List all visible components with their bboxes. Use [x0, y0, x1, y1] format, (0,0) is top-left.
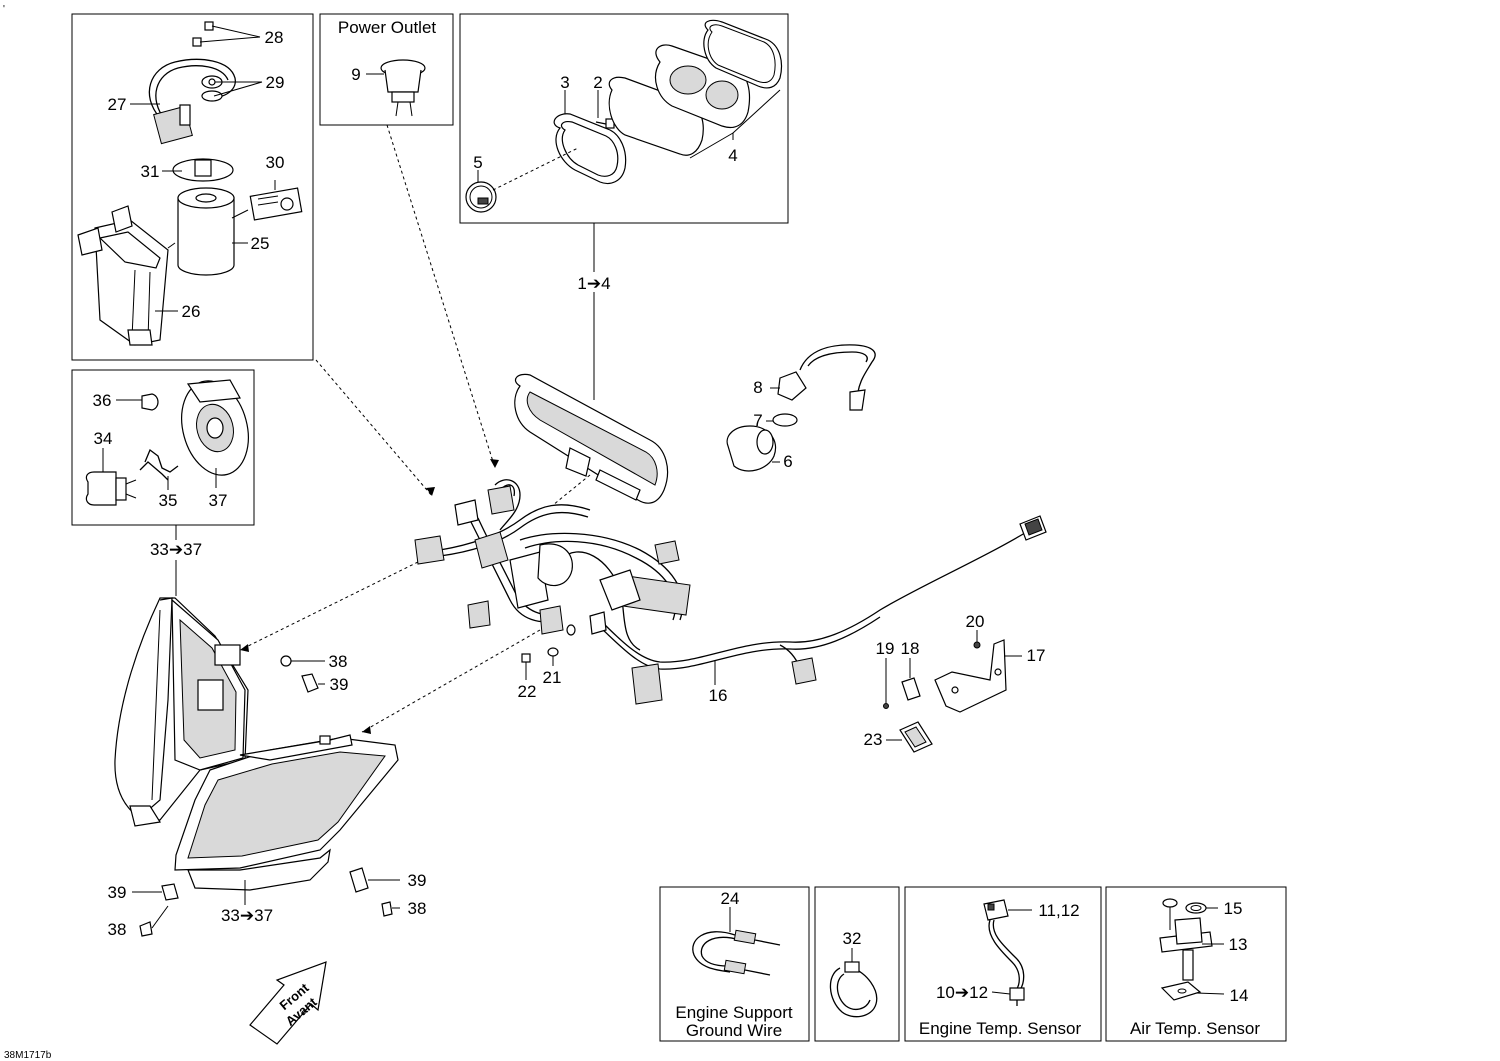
power-outlet-part: [366, 59, 426, 117]
engine-temp-title: Engine Temp. Sensor: [919, 1019, 1082, 1038]
ground-wire-title-line1: Engine Support: [675, 1003, 792, 1022]
box-power-outlet: [319, 13, 454, 126]
callout-32: 32: [843, 929, 862, 948]
gauge-assembly: [514, 223, 669, 504]
headlamp-bulb-parts: [85, 379, 249, 506]
box-air-temp: [1105, 886, 1287, 1042]
callout-6: 6: [783, 452, 792, 471]
fuse-holder-parts: [77, 21, 303, 346]
power-outlet-title: Power Outlet: [338, 18, 437, 37]
box-ground-wire: [659, 886, 810, 1042]
callout-37: 37: [209, 491, 228, 510]
callout-2: 2: [593, 73, 602, 92]
harness-fasteners: [521, 624, 576, 680]
callout-8: 8: [753, 378, 762, 397]
gauge-parts: [465, 19, 783, 213]
clamp-part: [829, 948, 878, 1018]
callout-20: 20: [966, 612, 985, 631]
callout-38-right: 38: [408, 899, 427, 918]
ground-wire-part: [692, 907, 781, 976]
box-clamp: [814, 886, 900, 1042]
callout-33-37-top: 33➔37: [150, 540, 202, 559]
callout-5: 5: [473, 153, 482, 172]
callout-7: 7: [753, 411, 762, 430]
callout-28: 28: [265, 28, 284, 47]
callout-39-right: 39: [408, 871, 427, 890]
headlamp-lens-right: [174, 734, 399, 905]
callout-23: 23: [864, 730, 883, 749]
callout-34: 34: [94, 429, 113, 448]
box-fuse-holder: [71, 13, 314, 361]
figure-code: 38M1717b: [4, 1050, 52, 1061]
callout-19: 19: [876, 639, 895, 658]
callout-1-4: 1➔4: [577, 274, 610, 293]
wiring-harness: [414, 479, 1047, 705]
callout-26: 26: [182, 302, 201, 321]
callout-39-top: 39: [330, 675, 349, 694]
callout-35: 35: [159, 491, 178, 510]
front-direction-arrow: Front Avant: [249, 961, 327, 1045]
callout-11-12: 11,12: [1038, 901, 1079, 920]
callout-13: 13: [1229, 935, 1248, 954]
box-engine-temp: [904, 886, 1102, 1042]
key-lanyard: [726, 344, 876, 472]
callout-38-top: 38: [329, 652, 348, 671]
callout-36: 36: [93, 391, 112, 410]
callout-25: 25: [251, 234, 270, 253]
dashed-assembly-lines: [239, 124, 591, 734]
callout-17: 17: [1027, 646, 1046, 665]
callout-14: 14: [1230, 986, 1249, 1005]
bracket-parts: [883, 630, 1022, 753]
callout-39-left: 39: [108, 883, 127, 902]
headlamp-housing-left: [114, 597, 249, 827]
callout-4: 4: [728, 146, 737, 165]
callout-27: 27: [108, 95, 127, 114]
callout-29: 29: [266, 73, 285, 92]
callout-9: 9: [351, 65, 360, 84]
callout-30: 30: [266, 153, 285, 172]
callout-3: 3: [560, 73, 569, 92]
ground-wire-title-line2: Ground Wire: [686, 1021, 782, 1040]
callout-10-12: 10➔12: [936, 983, 988, 1002]
callout-38-left: 38: [108, 920, 127, 939]
corner-mark: ': [3, 4, 5, 15]
box-headlamp-bulb: [71, 369, 255, 526]
air-temp-title: Air Temp. Sensor: [1130, 1019, 1260, 1038]
callout-15: 15: [1224, 899, 1243, 918]
headlamp-fasteners: [132, 655, 400, 937]
callout-labels: 1➔4 2 3 4 5 6 7 8 9 10➔12 11,12 13 14 15…: [93, 28, 1249, 1005]
callout-33-37-bottom: 33➔37: [221, 906, 273, 925]
callout-16: 16: [709, 686, 728, 705]
callout-18: 18: [901, 639, 920, 658]
fuse-holder-leaders: [130, 25, 276, 312]
engine-temp-sensor-part: [983, 899, 1032, 1006]
air-temp-sensor-part: [1159, 898, 1225, 1001]
callout-21: 21: [543, 668, 562, 687]
callout-31: 31: [141, 162, 160, 181]
callout-22: 22: [518, 682, 537, 701]
callout-24: 24: [721, 889, 740, 908]
box-gauge: [459, 13, 789, 224]
